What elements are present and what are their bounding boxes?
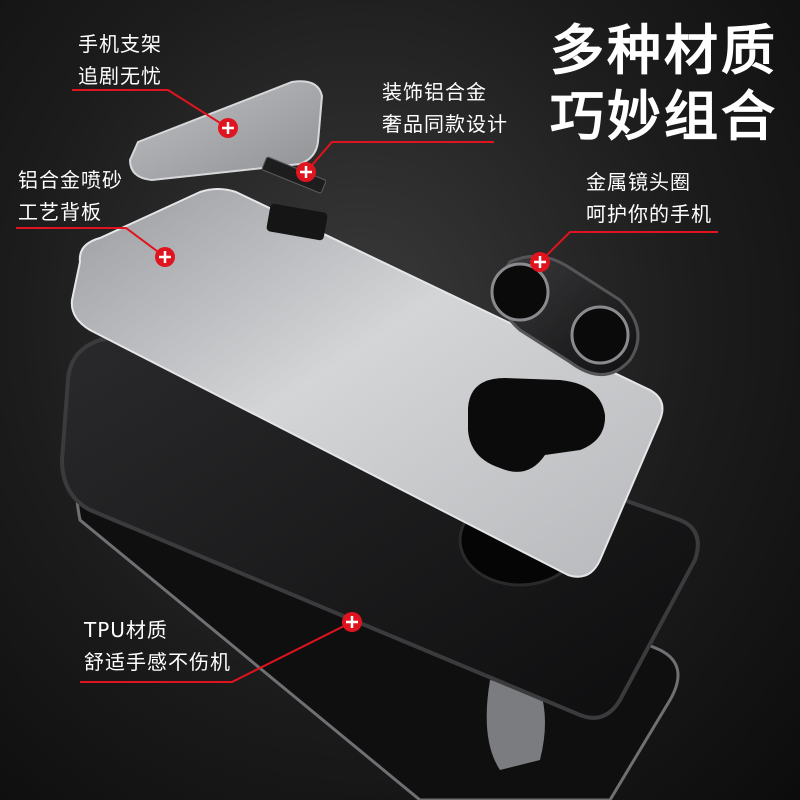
- callout-back-plate-line-1: 铝合金喷砂: [18, 168, 123, 192]
- callout-aluminum-trim: 装饰铝合金 奢品同款设计: [382, 76, 508, 140]
- plus-marker-stand: [218, 118, 238, 138]
- plus-marker-back-plate: [155, 247, 175, 267]
- aluminum-back-plate: [70, 188, 664, 578]
- callout-stand-line-1: 手机支架: [78, 32, 162, 56]
- aluminum-trim-strip: [261, 156, 327, 194]
- callout-tpu-line-2: 舒适手感不伤机: [84, 650, 231, 674]
- callout-lens-ring-line-2: 呵护你的手机: [586, 202, 712, 226]
- callout-tpu: TPU材质 舒适手感不伤机: [84, 614, 231, 678]
- callout-back-plate-line-2: 工艺背板: [18, 200, 102, 224]
- headline-line-1: 多种材质: [550, 19, 778, 82]
- callout-aluminum-trim-line-1: 装饰铝合金: [382, 80, 487, 104]
- plus-marker-trim: [296, 162, 316, 182]
- leader-lines: [16, 89, 718, 683]
- plus-marker-tpu: [342, 612, 362, 632]
- callout-stand-line-2: 追剧无忧: [78, 64, 162, 88]
- callout-back-plate: 铝合金喷砂 工艺背板: [18, 164, 123, 228]
- plus-marker-lens-ring: [530, 252, 550, 272]
- callout-lens-ring: 金属镜头圈 呵护你的手机: [586, 166, 712, 230]
- callout-stand: 手机支架 追剧无忧: [78, 28, 162, 92]
- headline-line-2: 巧妙组合: [550, 85, 778, 148]
- metal-lens-ring: [490, 254, 640, 376]
- callout-aluminum-trim-line-2: 奢品同款设计: [382, 112, 508, 136]
- headline: 多种材质 巧妙组合: [550, 18, 778, 150]
- callout-tpu-line-1: TPU材质: [84, 618, 168, 642]
- callout-lens-ring-line-1: 金属镜头圈: [586, 170, 691, 194]
